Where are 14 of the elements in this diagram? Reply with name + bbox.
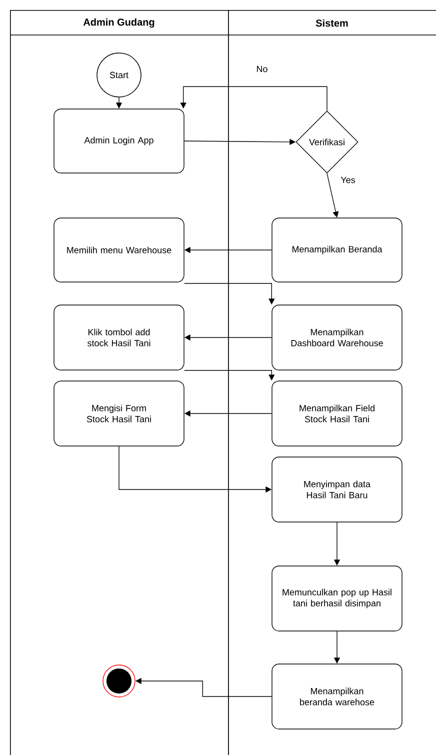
activity-box: Menampilkan beranda warehose (272, 664, 402, 730)
activity-box: Menampilkan Field Stock Hasil Tani (272, 380, 402, 446)
activity-box: Menampilkan Beranda (272, 218, 402, 282)
activity-box: Memilih menu Warehouse (54, 218, 184, 282)
activity-box: Menampilkan Dashboard Warehouse (272, 304, 402, 370)
activity-box: Klik tombol add stock Hasil Tani (54, 304, 184, 370)
edge-label: Yes (340, 176, 355, 184)
arrow (180, 86, 328, 111)
activity-box: Admin Login App (54, 108, 184, 174)
activity-box: Menyimpan data Hasil Tani Baru (272, 456, 402, 522)
activity-box: Memunculkan pop up Hasil tani berhasil disimpan (272, 566, 402, 632)
end-circle (102, 664, 136, 698)
edge-label: No (256, 66, 268, 72)
activity-box: Mengisi Form Stock Hasil Tani (54, 380, 184, 446)
